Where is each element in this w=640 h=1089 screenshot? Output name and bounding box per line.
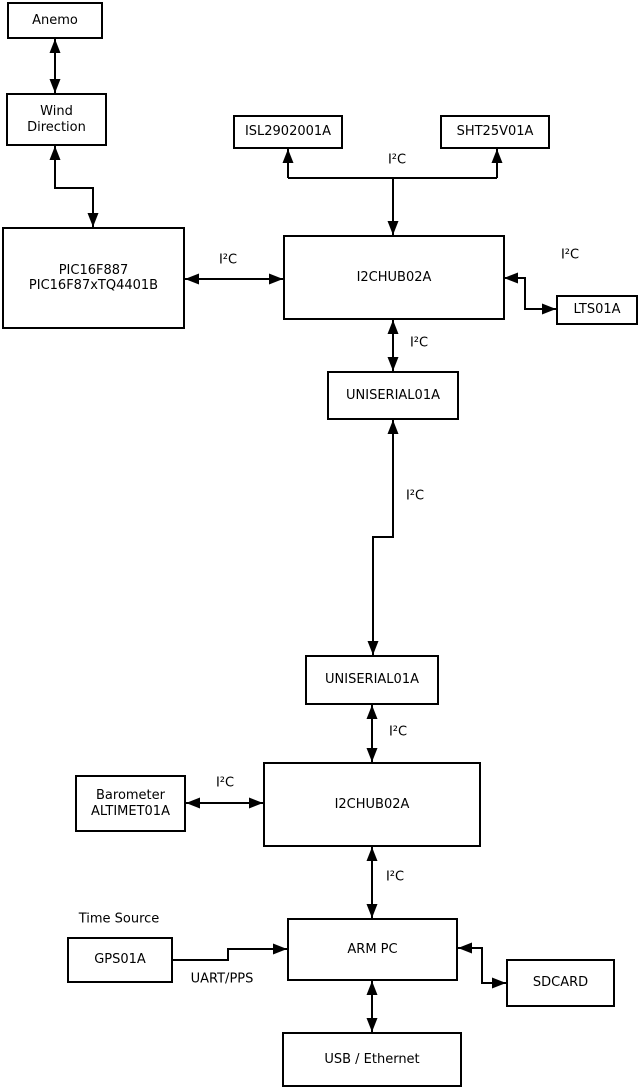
edge-gps-armpc xyxy=(173,943,287,961)
edge-label-uniserial-link-i2c: I²C xyxy=(405,488,425,504)
node-anemo: Anemo xyxy=(7,2,103,39)
edge-label-sensors-i2c: I²C xyxy=(387,152,407,168)
edge-armpc-sdcard xyxy=(458,942,506,989)
edge-label-uniserial2-hub2-i2c: I²C xyxy=(388,724,408,740)
edge-uniserial1-uniserial2 xyxy=(367,420,399,655)
node-barometer-altimet01a: Barometer ALTIMET01A xyxy=(75,775,186,832)
annotation-time-source: Time Source xyxy=(78,911,160,927)
node-gps01a: GPS01A xyxy=(67,937,173,983)
node-isl2902001a: ISL2902001A xyxy=(233,115,343,149)
node-i2chub02a-upper: I2CHUB02A xyxy=(283,235,505,320)
edge-label-uart-pps: UART/PPS xyxy=(190,971,254,987)
edge-label-pic-i2c: I²C xyxy=(218,252,238,268)
edge-label-lts-i2c: I²C xyxy=(560,247,580,263)
node-pic16f887: PIC16F887 PIC16F87xTQ4401B xyxy=(2,227,185,329)
edge-i2chub1-lts xyxy=(504,272,556,315)
node-uniserial01a-lower: UNISERIAL01A xyxy=(305,655,439,705)
node-arm-pc: ARM PC xyxy=(287,918,458,981)
node-uniserial01a-upper: UNISERIAL01A xyxy=(327,371,459,420)
edge-label-hub2-armpc-i2c: I²C xyxy=(385,869,405,885)
node-wind-direction: Wind Direction xyxy=(6,93,107,146)
node-sdcard: SDCARD xyxy=(506,959,615,1007)
node-sht25v01a: SHT25V01A xyxy=(440,115,550,149)
edge-winddirection-pic xyxy=(49,146,99,227)
node-i2chub02a-lower: I2CHUB02A xyxy=(263,762,481,847)
edge-label-barometer-i2c: I²C xyxy=(215,775,235,791)
node-lts01a: LTS01A xyxy=(556,295,638,325)
edge-label-hub1-uniserial-i2c: I²C xyxy=(409,335,429,351)
node-usb-ethernet: USB / Ethernet xyxy=(282,1032,462,1087)
